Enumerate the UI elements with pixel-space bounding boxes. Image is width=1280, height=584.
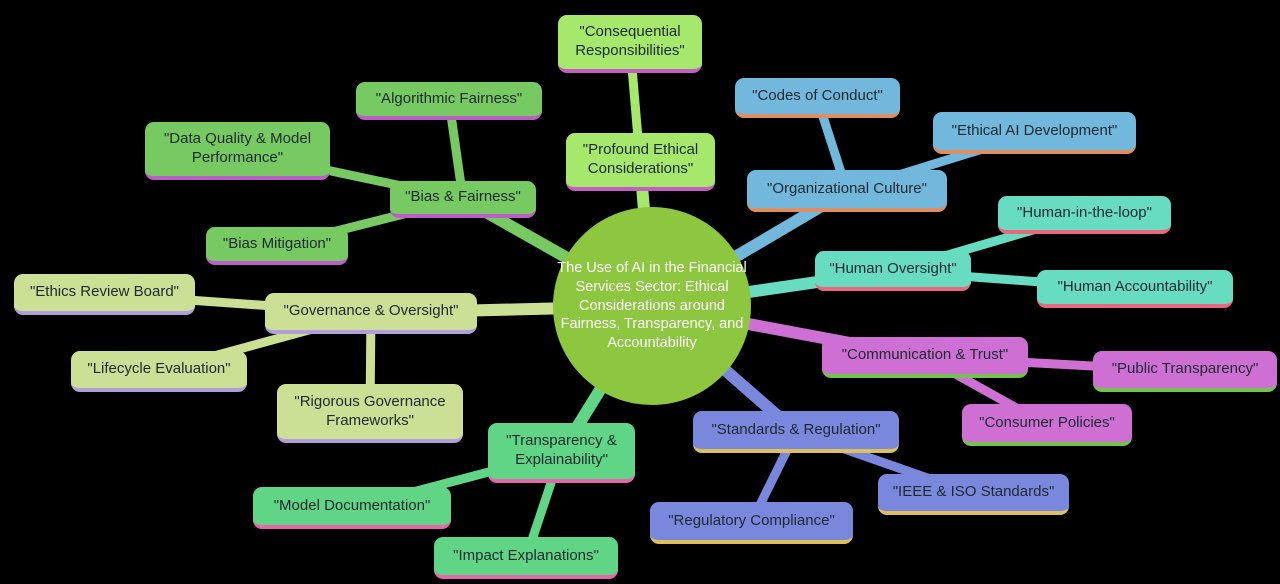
- mindmap-node-human-accountability: "Human Accountability": [1037, 270, 1233, 308]
- mindmap-node-codes-of-conduct: "Codes of Conduct": [735, 78, 900, 118]
- mindmap-node-standards-regulation: "Standards & Regulation": [693, 411, 899, 453]
- mindmap-node-consumer-policies: "Consumer Policies": [962, 404, 1132, 446]
- node-label: "Transparency & Explainability": [506, 432, 617, 468]
- mindmap-node-data-quality-model-performance: "Data Quality & Model Performance": [145, 122, 330, 180]
- node-label: "Consequential Responsibilities": [575, 23, 685, 59]
- node-label: "Bias Mitigation": [222, 234, 332, 252]
- node-label: "Public Transparency": [1111, 360, 1259, 378]
- mindmap-node-bias-fairness: "Bias & Fairness": [390, 181, 536, 218]
- mindmap-node-regulatory-compliance: "Regulatory Compliance": [650, 502, 853, 544]
- mindmap-node-public-transparency: "Public Transparency": [1093, 351, 1277, 392]
- node-label: "Lifecycle Evaluation": [87, 360, 231, 378]
- node-label: "Profound Ethical Considerations": [582, 141, 699, 177]
- node-label: "Rigorous Governance Frameworks": [294, 392, 446, 429]
- node-label: "Algorithmic Fairness": [375, 89, 523, 107]
- mindmap-node-lifecycle-evaluation: "Lifecycle Evaluation": [71, 351, 247, 392]
- mindmap-node-bias-mitigation: "Bias Mitigation": [206, 227, 348, 265]
- mindmap-node-organizational-culture: "Organizational Culture": [747, 170, 947, 212]
- node-label: "Consumer Policies": [979, 413, 1115, 431]
- node-label: "Organizational Culture": [767, 179, 927, 197]
- node-label: "IEEE & ISO Standards": [892, 483, 1055, 501]
- mindmap-node-impact-explanations: "Impact Explanations": [434, 537, 618, 579]
- node-label: "Human Accountability": [1057, 277, 1213, 295]
- node-label: "Governance & Oversight": [283, 302, 459, 320]
- node-label: "Ethics Review Board": [29, 283, 180, 301]
- mindmap-node-profound-ethical-considerations: "Profound Ethical Considerations": [566, 133, 715, 191]
- mindmap-node-transparency-explainability: "Transparency & Explainability": [488, 423, 635, 483]
- mindmap-node-ethics-review-board: "Ethics Review Board": [14, 274, 195, 315]
- mindmap-node-human-in-the-loop: "Human-in-the-loop": [998, 196, 1171, 234]
- node-label: "Ethical AI Development": [951, 121, 1118, 139]
- mindmap-node-governance-oversight: "Governance & Oversight": [265, 293, 477, 334]
- mindmap-node-communication-trust: "Communication & Trust": [822, 337, 1028, 378]
- node-label: "Communication & Trust": [841, 346, 1009, 364]
- mindmap-node-algorithmic-fairness: "Algorithmic Fairness": [356, 82, 542, 120]
- central-topic-node: The Use of AI in the Financial Services …: [553, 207, 751, 405]
- node-label: "Model Documentation": [273, 496, 431, 514]
- node-label: "Codes of Conduct": [752, 86, 883, 104]
- central-topic-label: The Use of AI in the Financial Services …: [557, 259, 747, 352]
- mindmap-node-consequential-responsibilities: "Consequential Responsibilities": [558, 15, 702, 73]
- mindmap-node-ieee-iso-standards: "IEEE & ISO Standards": [878, 474, 1069, 515]
- node-label: "Human Oversight": [829, 259, 957, 277]
- node-label: "Impact Explanations": [453, 546, 599, 564]
- node-label: "Standards & Regulation": [711, 420, 881, 438]
- mindmap-node-rigorous-governance-frameworks: "Rigorous Governance Frameworks": [277, 384, 463, 443]
- mindmap-node-model-documentation: "Model Documentation": [253, 487, 451, 529]
- node-label: "Bias & Fairness": [405, 188, 521, 206]
- node-label: "Data Quality & Model Performance": [163, 130, 312, 166]
- mindmap-node-ethical-ai-development: "Ethical AI Development": [933, 112, 1136, 154]
- mindmap-node-human-oversight: "Human Oversight": [815, 251, 971, 291]
- node-label: "Human-in-the-loop": [1017, 203, 1152, 221]
- node-label: "Regulatory Compliance": [668, 511, 835, 529]
